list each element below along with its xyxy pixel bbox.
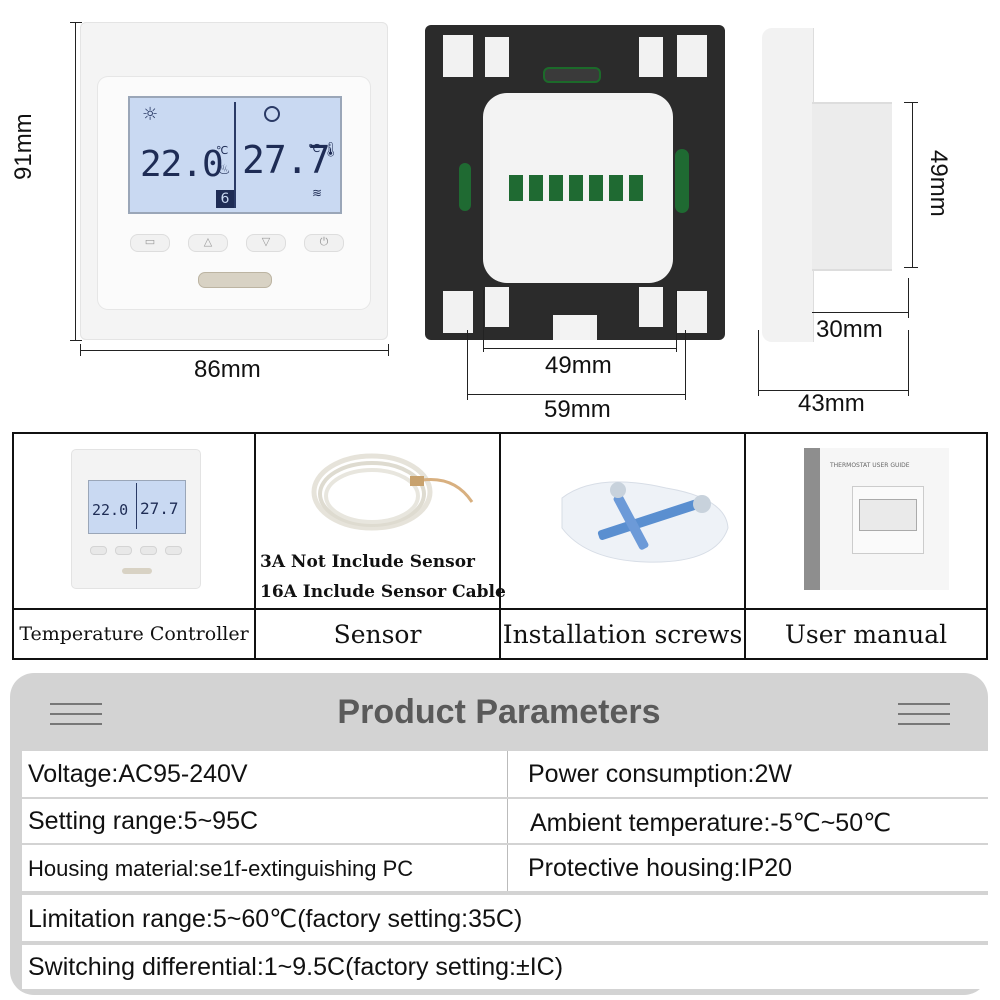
clock-icon [264, 106, 280, 122]
param-voltage: Voltage:AC95-240V [28, 760, 248, 788]
book-button[interactable]: ▭ [130, 234, 170, 252]
side-view [762, 28, 814, 342]
lcd-right-unit: ℃ [308, 142, 321, 155]
left-lines-icon [50, 703, 102, 733]
label-installation-screws: Installation screws [501, 608, 744, 658]
params-row-2: Setting range:5~95C Ambient temperature:… [22, 799, 988, 843]
params-row-5: Switching differential:1~9.5C(factory se… [22, 945, 988, 989]
screws-image [561, 481, 729, 563]
heat-icon: ♨ [218, 162, 231, 178]
lcd-left-unit: ℃ [216, 144, 229, 157]
mini-left-temp: 22.0 [92, 501, 129, 519]
side-module [812, 102, 892, 271]
down-button[interactable]: ▽ [246, 234, 286, 252]
lcd-day: 6 [216, 190, 234, 208]
up-button[interactable]: △ [188, 234, 228, 252]
mini-right-temp: 27.7 [140, 499, 179, 518]
controller-thumbnail: 22.0 27.7 [72, 450, 200, 588]
sun-icon: ☼ [142, 104, 159, 125]
product-parameters-panel: Product Parameters Voltage:AC95-240V Pow… [10, 673, 988, 995]
back-outer-label: 59mm [544, 396, 611, 423]
sensor-note-line1: 3A Not Include Sensor [260, 552, 476, 572]
param-switching: Switching differential:1~9.5C(factory se… [28, 953, 564, 981]
back-inner-line [483, 348, 676, 349]
front-width-line [80, 350, 388, 351]
label-temperature-controller: Temperature Controller [14, 608, 254, 658]
params-row-1: Voltage:AC95-240V Power consumption:2W [22, 751, 988, 797]
lcd-screen: ☼ 22.0 ℃ ♨ 27.7 ℃ 🌡 6 ≋ [128, 96, 342, 214]
param-housing-material: Housing material:se1f-extinguishing PC [28, 856, 414, 881]
side-total-line [758, 390, 908, 391]
wifi-icon: ≋ [312, 186, 323, 200]
label-sensor: Sensor [256, 608, 499, 658]
manual-image: THERMOSTAT USER GUIDE [804, 448, 949, 590]
manual-cover-title: THERMOSTAT USER GUIDE [830, 462, 910, 469]
label-user-manual: User manual [746, 608, 986, 658]
front-width-label: 86mm [194, 356, 261, 383]
params-row-3: Housing material:se1f-extinguishing PC P… [22, 845, 988, 891]
terminal-block [509, 175, 649, 205]
param-power: Power consumption:2W [528, 760, 793, 788]
side-depth-label: 30mm [816, 316, 883, 343]
param-protective: Protective housing:IP20 [528, 854, 793, 882]
side-depth-line [812, 312, 908, 313]
parameters-title: Product Parameters [337, 692, 661, 731]
param-limitation: Limitation range:5~60℃(factory setting:3… [28, 905, 523, 933]
param-setting-range: Setting range:5~95C [28, 807, 259, 835]
right-lines-icon [898, 703, 950, 733]
sensor-cable-image [311, 453, 474, 531]
params-row-4: Limitation range:5~60℃(factory setting:3… [22, 895, 988, 941]
lcd-divider [234, 102, 236, 208]
side-height-line [912, 102, 913, 267]
front-height-label: 91mm [10, 113, 37, 180]
power-button[interactable]: ⏻ [304, 234, 344, 252]
side-total-label: 43mm [798, 390, 865, 417]
back-view [425, 25, 725, 340]
sensor-note-line2: 16A Include Sensor Cable [260, 582, 506, 602]
thermometer-icon: 🌡 [322, 142, 340, 158]
front-height-line [75, 22, 76, 340]
lcd-left-temp: 22.0 [140, 144, 224, 185]
front-slot [198, 272, 272, 288]
package-contents-table: 22.0 27.7 3A Not Include Sensor 16A Incl… [12, 432, 988, 660]
lcd-right-temp: 27.7 [242, 138, 331, 182]
param-ambient: Ambient temperature:-5℃~50℃ [530, 809, 892, 837]
side-height-label: 49mm [925, 150, 952, 217]
back-outer-line [467, 394, 685, 395]
back-inner-label: 49mm [545, 352, 612, 379]
front-view: ☼ 22.0 ℃ ♨ 27.7 ℃ 🌡 6 ≋ ▭ △ ▽ ⏻ [80, 22, 388, 340]
